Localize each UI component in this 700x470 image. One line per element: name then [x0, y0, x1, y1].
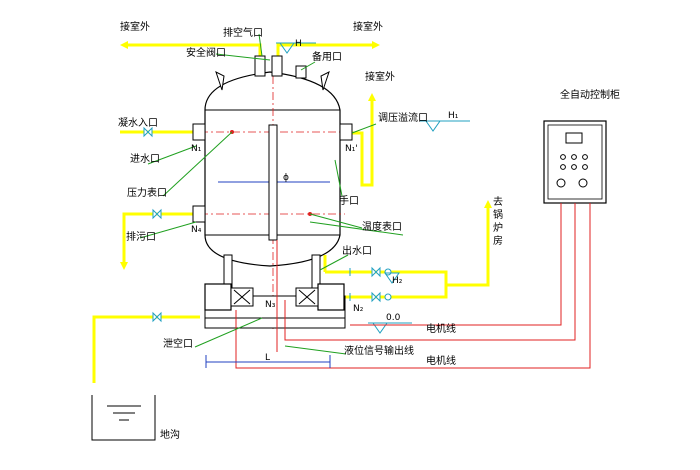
- label-L: L: [265, 353, 270, 363]
- label-vent: 泄空口: [163, 337, 193, 350]
- label-outdoor-3: 接室外: [365, 70, 395, 83]
- level-signal-cable: [284, 203, 576, 341]
- cables: [235, 203, 591, 369]
- arrow-up-icon: [368, 93, 376, 101]
- label-N2: N₂: [353, 304, 364, 314]
- label-boiler-room-char: 房: [493, 234, 503, 247]
- yellow-pipes: [92, 41, 492, 383]
- label-drain: 排污口: [126, 230, 156, 243]
- valve-icon: [143, 126, 153, 138]
- leader-lines: [139, 33, 404, 355]
- valves: [143, 126, 392, 323]
- arrow-up-icon: [484, 200, 492, 208]
- valve-icon: [152, 208, 162, 220]
- label-N1p: N₁': [345, 144, 358, 154]
- label-N1: N₁: [191, 144, 202, 154]
- label-boiler-room-char: 锅: [493, 209, 503, 221]
- motor-cable-1: [350, 203, 562, 326]
- label-level-signal: 液位信号输出线: [344, 344, 414, 357]
- control-cabinet: [543, 120, 607, 204]
- outlet-pipe-2: [325, 285, 448, 299]
- label-trench: 地沟: [160, 428, 180, 441]
- label-H2: H₂: [392, 276, 403, 286]
- label-motor-cable-1: 电机线: [426, 322, 456, 335]
- arrow-left-icon: [120, 41, 128, 49]
- label-outdoor-2: 接室外: [353, 20, 383, 33]
- label-condensate-in: 凝水入口: [118, 117, 158, 129]
- dimension-L: [205, 355, 331, 368]
- tank: [192, 55, 353, 330]
- label-pressure-gauge: 压力表口: [127, 186, 167, 199]
- label-water-out: 出水口: [342, 244, 372, 257]
- label-outdoor-1: 接室外: [120, 20, 150, 33]
- label-H1: H₁: [448, 111, 459, 121]
- label-water-in: 进水口: [130, 153, 160, 165]
- label-spare: 备用口: [312, 50, 342, 63]
- motor-cable-2: [235, 203, 591, 369]
- level-markers: [276, 42, 470, 334]
- label-zero: 0.0: [386, 313, 401, 323]
- drain-pipe: [122, 212, 205, 262]
- label-N3: N₃: [265, 300, 276, 310]
- label-safety-valve: 安全阀口: [186, 46, 226, 59]
- label-motor-cable-2: 电机线: [426, 354, 456, 367]
- valve-icon: [371, 266, 381, 278]
- valve-icon: [371, 291, 381, 303]
- arrow-down-icon: [120, 262, 128, 270]
- trench: [91, 395, 156, 441]
- label-pressure-overflow: 调压溢流口: [378, 111, 428, 124]
- text-labels: 接室外 排空气口 安全阀口 备用口 接室外 接室外 凝水入口 进水口 调压溢流口…: [118, 20, 620, 441]
- pump-assembly: [204, 283, 346, 329]
- valve-icon: [152, 311, 162, 323]
- label-phi: ϕ: [283, 173, 289, 183]
- label-boiler-room-char: 炉: [493, 222, 503, 234]
- label-control-cabinet: 全自动控制柜: [560, 88, 620, 101]
- label-N4: N₄: [191, 225, 202, 235]
- label-temp-gauge: 温度表口: [362, 220, 402, 233]
- label-boiler-room-char: 去: [493, 196, 503, 208]
- label-H: H: [295, 39, 302, 49]
- label-exhaust: 排空气口: [223, 26, 263, 39]
- overflow-pipe: [342, 100, 374, 187]
- vent-pipe: [92, 315, 200, 383]
- spare-pipe: [276, 43, 372, 56]
- label-manhole: 手口: [339, 194, 359, 207]
- arrow-right-icon: [372, 41, 380, 49]
